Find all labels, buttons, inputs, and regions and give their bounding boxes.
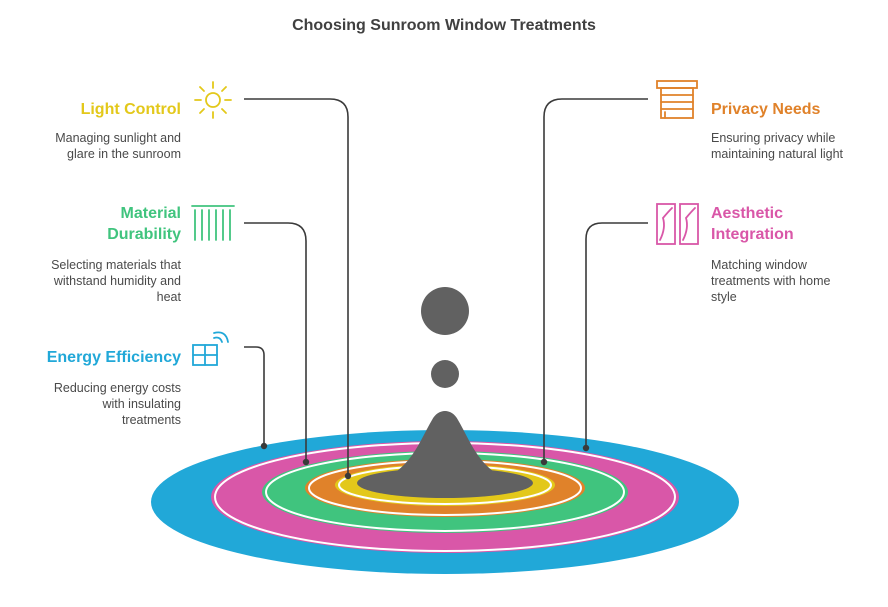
connector-dot-privacy-needs: [540, 458, 548, 466]
water-splash-peak: [378, 411, 512, 480]
droplet-small: [431, 360, 459, 388]
connector-aesthetic-integration: [585, 222, 648, 447]
material-durability-desc-line-2: withstand humidity and: [53, 274, 181, 288]
aesthetic-integration-title-line-2: Integration: [711, 226, 794, 243]
light-control-desc-line-2: glare in the sunroom: [67, 147, 181, 161]
energy-efficiency-desc-line-3: treatments: [121, 413, 181, 427]
privacy-needs-desc-line-2: maintaining natural light: [711, 147, 844, 161]
diagram-title: Choosing Sunroom Window Treatments: [292, 17, 596, 34]
window-curtains-icon: [656, 203, 699, 245]
material-durability-desc: Selecting materials that withstand humid…: [20, 257, 181, 305]
light-control-desc: Managing sunlight and glare in the sunro…: [20, 130, 181, 162]
aesthetic-integration-desc-line-1: Matching window: [711, 258, 807, 272]
droplet-large: [421, 287, 469, 335]
privacy-needs-title: Privacy Needs: [711, 101, 821, 118]
aesthetic-integration-title-line-1: Aesthetic: [711, 205, 784, 222]
material-durability-title: Material Durability: [20, 203, 181, 245]
energy-efficiency-desc-line-1: Reducing energy costs: [53, 381, 181, 395]
material-durability-title-line-2: Durability: [107, 226, 181, 243]
aesthetic-integration-desc: Matching window treatments with home sty…: [711, 257, 881, 305]
smart-window-icon: [192, 331, 229, 366]
aesthetic-integration-desc-line-3: style: [711, 290, 737, 304]
connector-dot-energy-efficiency: [260, 442, 268, 450]
material-durability-desc-line-1: Selecting materials that: [51, 258, 181, 272]
energy-efficiency-title: Energy Efficiency: [46, 349, 181, 366]
privacy-needs-desc: Ensuring privacy while maintaining natur…: [711, 130, 881, 162]
energy-efficiency-desc-line-2: with insulating: [102, 397, 181, 411]
connector-privacy-needs: [543, 98, 648, 462]
material-durability-title-line-1: Material: [120, 205, 181, 222]
connector-dot-material-durability: [302, 458, 310, 466]
light-control-desc-line-1: Managing sunlight and: [55, 131, 181, 145]
connector-energy-efficiency: [244, 346, 265, 445]
sun-icon: [194, 81, 232, 119]
material-durability-desc-line-3: heat: [156, 290, 181, 304]
light-control-title: Light Control: [80, 101, 181, 118]
energy-efficiency-desc: Reducing energy costs with insulating tr…: [20, 380, 181, 428]
privacy-needs-desc-line-1: Ensuring privacy while: [711, 131, 836, 145]
connector-material-durability: [244, 222, 307, 461]
connector-light-control: [244, 98, 349, 474]
curtain-rod-icon: [191, 205, 235, 241]
roller-blind-icon: [656, 80, 698, 119]
connector-dot-aesthetic-integration: [582, 444, 590, 452]
connector-dot-light-control: [344, 472, 352, 480]
aesthetic-integration-title: Aesthetic Integration: [711, 203, 881, 245]
aesthetic-integration-desc-line-2: treatments with home: [711, 274, 831, 288]
